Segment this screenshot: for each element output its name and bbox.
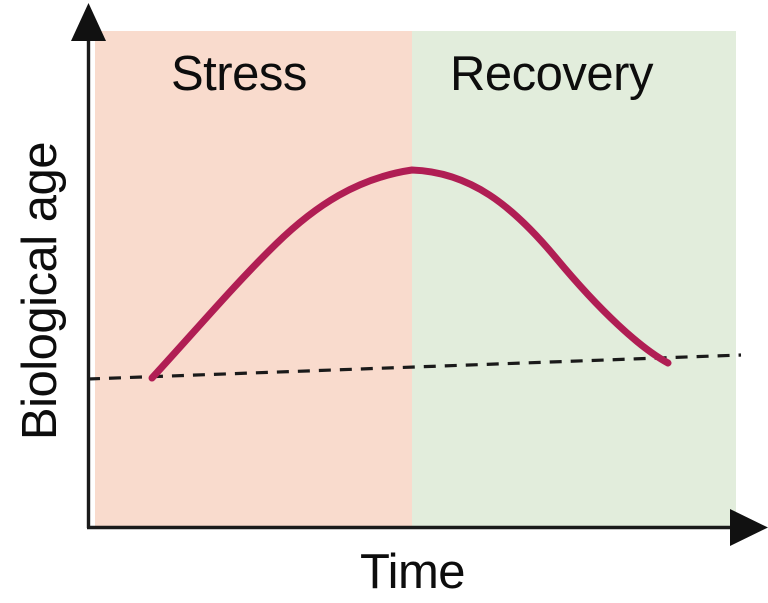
stress-region — [95, 31, 412, 527]
baseline-ageing-line — [87, 353, 742, 381]
x-axis-arrow-icon — [730, 509, 768, 546]
stress-region-label: Stress — [171, 47, 307, 101]
recovery-region-label: Recovery — [450, 47, 653, 101]
biological-age-curve — [148, 166, 672, 382]
y-axis-arrow-icon — [71, 3, 106, 41]
x-axis-title: Time — [359, 545, 466, 599]
